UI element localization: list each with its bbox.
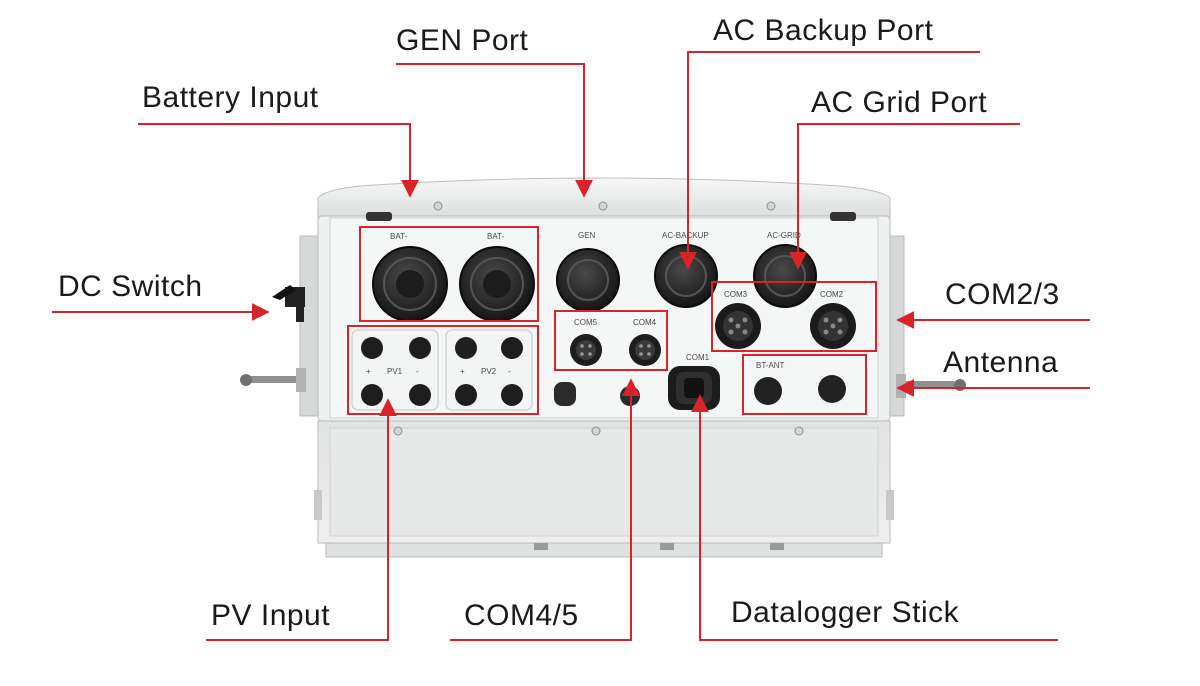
label-pv1-minus: - — [416, 367, 419, 376]
callout-com4-5: COM4/5 — [464, 599, 579, 632]
battery-gland-1 — [372, 246, 448, 322]
leader-battery — [138, 123, 419, 198]
callout-gen-port: GEN Port — [396, 24, 529, 57]
callout-ac-grid-port: AC Grid Port — [811, 86, 988, 119]
label-pv1-plus: + — [366, 367, 371, 376]
label-pv2: PV2 — [481, 367, 497, 376]
leader-ac-grid — [789, 123, 1020, 270]
bt-ant-connector — [754, 377, 782, 405]
label-pv2-minus: - — [508, 367, 511, 376]
com23-box — [711, 281, 877, 352]
com5-connector — [570, 334, 602, 366]
label-ac-grid: AC-GRID — [767, 231, 801, 240]
com1-datalogger-slot — [668, 366, 720, 410]
antenna-plug — [818, 375, 846, 403]
ac-grid-gland — [753, 244, 817, 308]
callout-dc-switch: DC Switch — [58, 270, 203, 303]
label-com5: COM5 — [574, 318, 598, 327]
pv-box — [347, 325, 539, 415]
label-bat-1: BAT- — [390, 232, 408, 241]
leader-ac-backup — [679, 51, 980, 270]
label-com3: COM3 — [724, 290, 748, 299]
label-pv1: PV1 — [387, 367, 403, 376]
battery-gland-2 — [459, 246, 535, 322]
callout-datalogger-stick: Datalogger Stick — [731, 596, 960, 629]
battery-box — [359, 226, 539, 322]
label-com1: COM1 — [686, 353, 710, 362]
blank-plug — [554, 382, 576, 406]
label-ac-backup: AC-BACKUP — [662, 231, 709, 240]
leader-pv — [206, 398, 397, 641]
pv1-group — [351, 329, 439, 411]
ac-backup-gland — [654, 244, 718, 308]
callout-pv-input: PV Input — [211, 599, 331, 632]
label-com4: COM4 — [633, 318, 657, 327]
com4-connector — [629, 334, 661, 366]
antenna-stub-left — [240, 368, 306, 392]
highlight-boxes — [347, 226, 877, 415]
label-pv2-plus: + — [460, 367, 465, 376]
label-gen: GEN — [578, 231, 596, 240]
callout-ac-backup-port: AC Backup Port — [713, 14, 934, 47]
gen-gland — [556, 248, 620, 312]
callout-battery-input: Battery Input — [142, 81, 319, 114]
com3-connector — [715, 303, 761, 349]
com2-connector — [810, 303, 856, 349]
dc-switch-knob — [272, 285, 305, 322]
label-bat-2: BAT- — [487, 232, 505, 241]
com45-box — [554, 310, 668, 371]
antenna-box — [742, 354, 867, 415]
leader-lines — [52, 51, 1090, 641]
leader-datalogger — [691, 394, 1058, 641]
leader-gen — [396, 63, 593, 198]
leader-com45 — [450, 378, 640, 641]
label-bt-ant: BT-ANT — [756, 361, 785, 370]
callout-antenna: Antenna — [943, 346, 1059, 379]
callout-com2-3: COM2/3 — [945, 278, 1060, 311]
pv2-group — [445, 329, 533, 411]
label-com2: COM2 — [820, 290, 844, 299]
